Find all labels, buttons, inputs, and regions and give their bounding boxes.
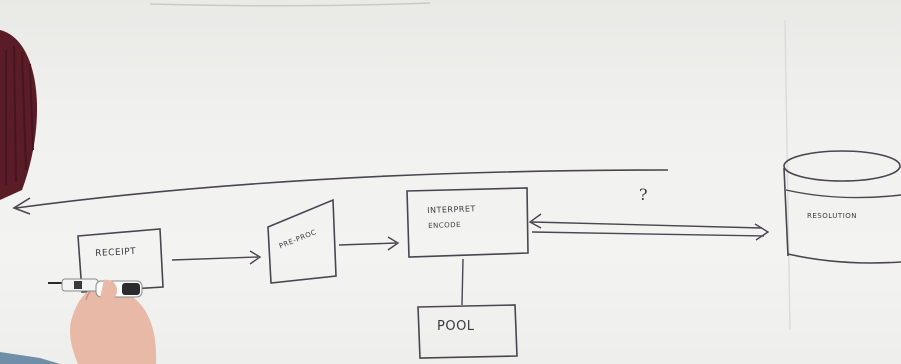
resolution-cylinder-band <box>785 189 901 199</box>
arrow-receipt-preprocess-head <box>249 250 262 265</box>
double-arrow-left-head <box>528 213 542 229</box>
resolution-label: RESOLUTION <box>807 212 858 220</box>
feedback-arrow <box>15 169 669 209</box>
resolution-cylinder-top <box>783 150 901 182</box>
beanie-ribs <box>5 45 34 185</box>
arrow-receipt-preprocess <box>171 256 259 261</box>
feedback-arrowhead <box>12 197 31 215</box>
receipt-label: RECEIPT <box>95 246 137 259</box>
pool-box <box>417 304 518 359</box>
preprocess-box <box>267 198 337 284</box>
interpret-box <box>406 187 529 258</box>
board-frame-line <box>784 19 791 331</box>
sleeve <box>0 352 60 364</box>
board-edge-line <box>149 2 431 7</box>
arrow-preprocess-interpret <box>338 242 397 246</box>
interpret-pool-line <box>461 258 464 306</box>
interpret-label: INTERPRET <box>427 204 476 215</box>
double-arrow-top <box>531 221 763 229</box>
double-arrow-right-head <box>754 223 770 241</box>
resolution-cylinder-left <box>783 167 789 257</box>
hand <box>70 285 157 364</box>
receipt-box <box>77 228 164 293</box>
beanie <box>0 30 38 200</box>
thumb <box>100 279 118 300</box>
question-mark-label: ? <box>639 185 649 204</box>
pool-label: POOL <box>437 319 475 334</box>
arrow-preprocess-interpret-head <box>387 236 400 251</box>
double-arrow-bottom <box>531 231 765 237</box>
encode-label: ENCODE <box>428 220 462 230</box>
resolution-cylinder-bottom <box>787 253 901 264</box>
